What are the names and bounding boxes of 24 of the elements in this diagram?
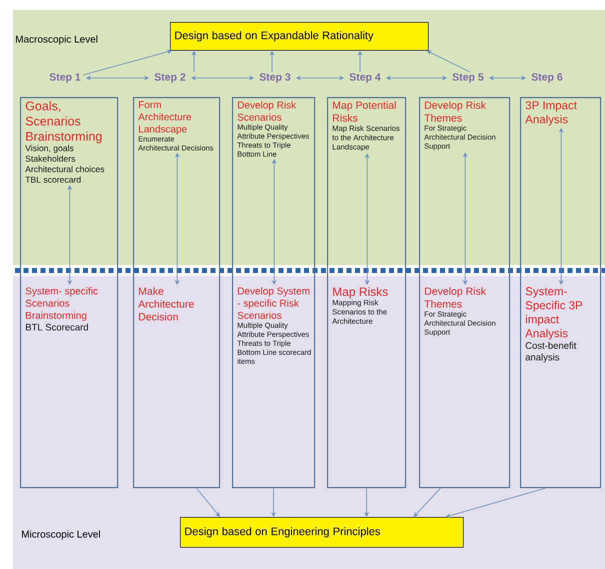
arrow: [196, 488, 220, 517]
column-box: [20, 97, 118, 488]
step-description: Goals, Scenarios Brainstorming Vision, goals Stakeholders Architectural choices TBL scorecard: [25, 101, 104, 183]
step-label: Step 6: [532, 73, 562, 83]
design-box: Design based on Engineering Principles: [180, 516, 464, 548]
step-description: System- specific Scenarios Brainstorming BTL Scorecard: [26, 287, 98, 331]
column-box: [133, 97, 220, 488]
step-description: System- Specific 3P impact Analysis Cost-benefit analysis: [525, 287, 582, 362]
level-label: Microscopic Level: [22, 530, 100, 540]
step-label: Step 3: [260, 73, 290, 83]
step-label: Step 1: [50, 73, 80, 83]
step-label: Step 5: [452, 73, 484, 83]
column-box: [520, 97, 602, 488]
arrow: [82, 49, 172, 76]
column-box: [327, 97, 406, 488]
step-label: Step 4: [350, 73, 381, 83]
step-label: Step 2: [154, 73, 186, 83]
step-description: Make Architecture Decision: [138, 287, 194, 320]
step-description: 3P Impact Analysis: [525, 101, 577, 126]
column-box: [419, 97, 510, 488]
arrow: [414, 488, 441, 517]
column-box: [232, 97, 316, 488]
level-label: Macroscopic Level: [16, 35, 98, 45]
design-box: Design based on Expandable Rationality: [170, 22, 429, 51]
